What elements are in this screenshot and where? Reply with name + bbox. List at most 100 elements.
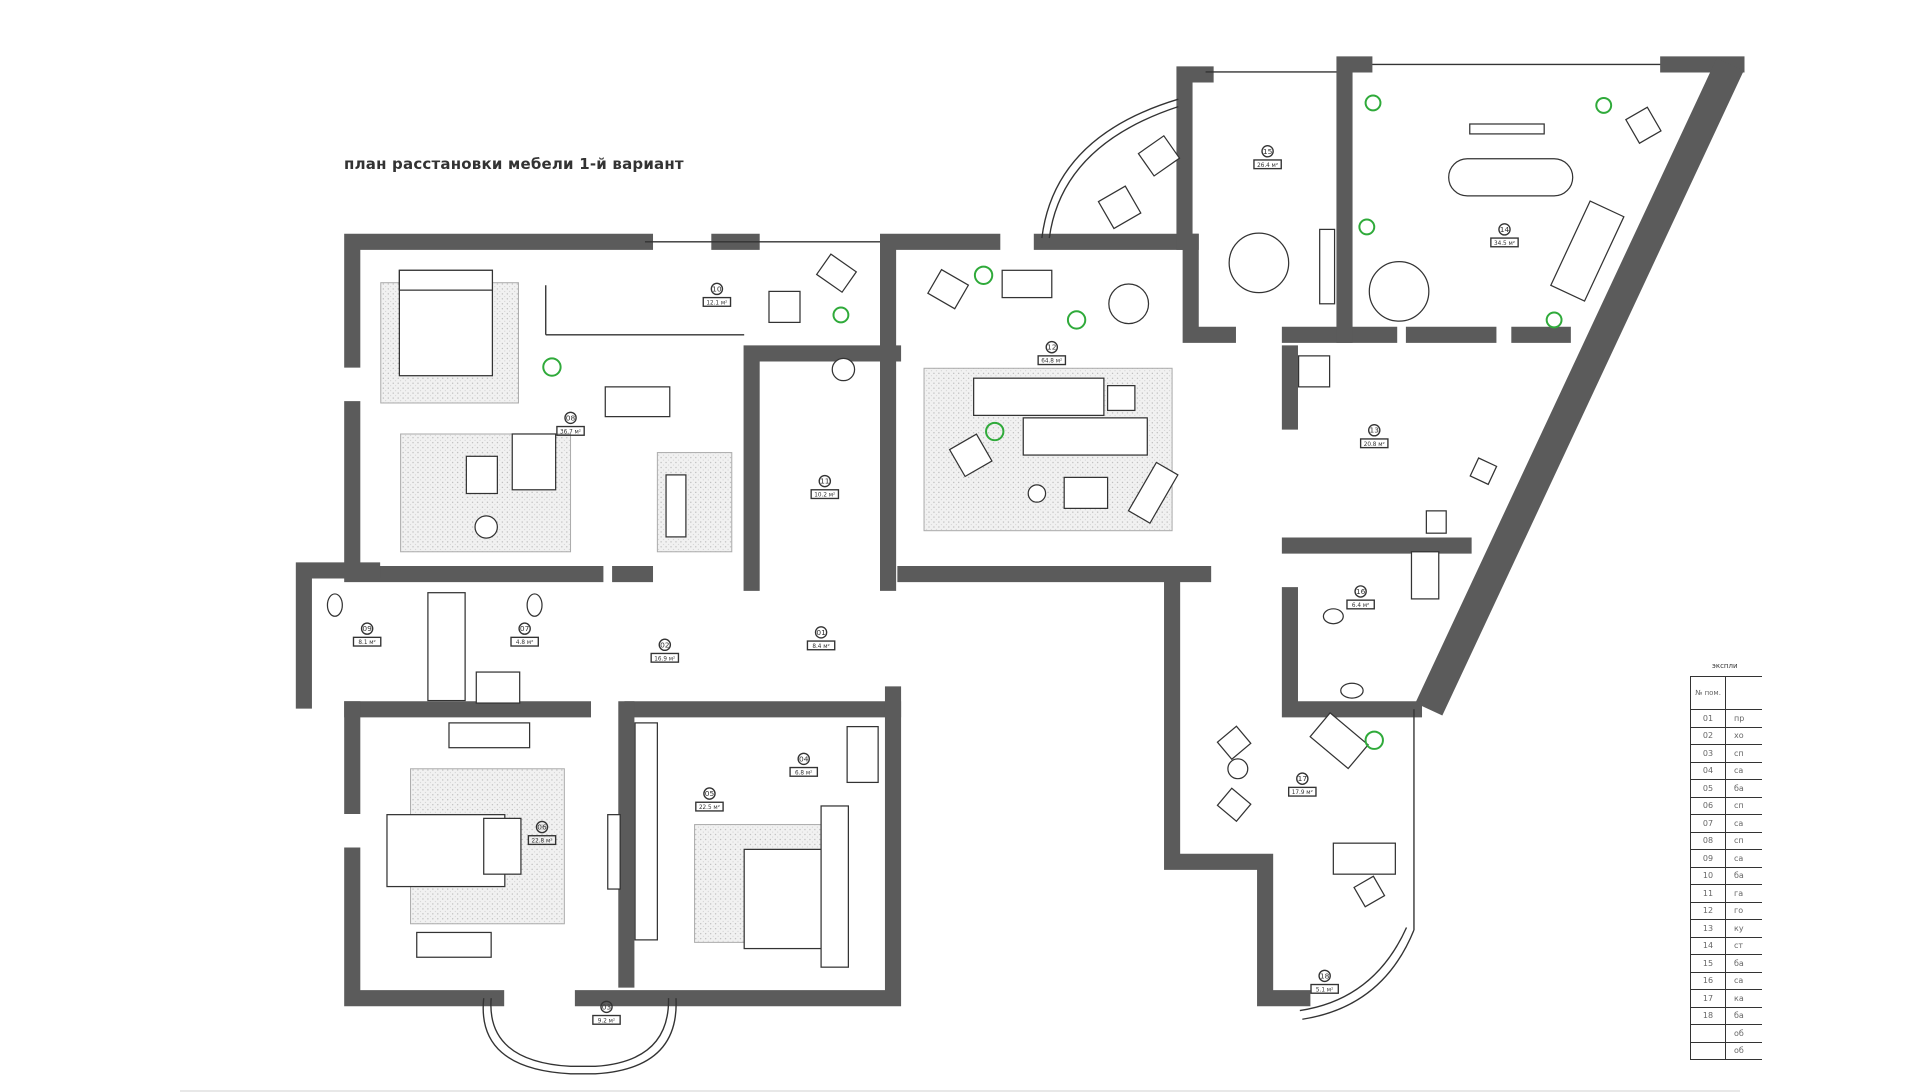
room-label-15: 15 26.4 м² bbox=[1253, 145, 1282, 170]
svg-text:03: 03 bbox=[602, 1002, 612, 1011]
legend-row-name: го bbox=[1725, 901, 1762, 920]
legend-row-name: сп bbox=[1725, 744, 1762, 763]
room-label-03: 03 9.2 м² bbox=[592, 1000, 621, 1025]
svg-text:08: 08 bbox=[566, 413, 576, 422]
svg-text:8.1 м²: 8.1 м² bbox=[358, 639, 375, 646]
svg-text:09: 09 bbox=[362, 624, 372, 633]
svg-text:07: 07 bbox=[520, 624, 530, 633]
legend-header-row: № пом. bbox=[1690, 676, 1762, 710]
legend-row-num: 11 bbox=[1690, 884, 1726, 903]
room-label-02: 02 16.9 м² bbox=[650, 638, 680, 663]
svg-text:8.4 м²: 8.4 м² bbox=[812, 643, 829, 650]
legend-row-name: ба bbox=[1725, 779, 1762, 798]
walls bbox=[295, 56, 1745, 1075]
room-label-08: 08 36.7 м² bbox=[556, 411, 585, 436]
room-label-16: 166.4 м² bbox=[1346, 585, 1375, 610]
svg-text:6.8 м²: 6.8 м² bbox=[795, 769, 812, 776]
svg-text:4.8 м²: 4.8 м² bbox=[516, 639, 533, 646]
legend-row-num: 07 bbox=[1690, 814, 1726, 833]
svg-text:12: 12 bbox=[1047, 343, 1056, 352]
svg-text:10.2 м²: 10.2 м² bbox=[814, 492, 835, 499]
svg-text:02: 02 bbox=[660, 640, 669, 649]
legend-row-name: са bbox=[1725, 971, 1762, 990]
svg-text:15: 15 bbox=[1263, 147, 1273, 156]
room-label-18: 185.1 м² bbox=[1310, 969, 1339, 994]
legend-row-num: 04 bbox=[1690, 761, 1726, 780]
legend-row-name: ку bbox=[1725, 919, 1762, 938]
legend-row-name: са bbox=[1725, 761, 1762, 780]
plan-title: план расстановки мебели 1-й вариант bbox=[344, 155, 684, 173]
legend-row-name: са bbox=[1725, 849, 1762, 868]
legend-row-num: 03 bbox=[1690, 744, 1726, 763]
svg-text:17.9 м²: 17.9 м² bbox=[1292, 789, 1313, 796]
svg-text:05: 05 bbox=[705, 789, 715, 798]
legend-row-num: 02 bbox=[1690, 726, 1726, 745]
room-label-07: 07 4.8 м² bbox=[510, 622, 539, 647]
legend-row: об bbox=[1690, 1041, 1762, 1060]
svg-text:20.8 м²: 20.8 м² bbox=[1364, 441, 1385, 448]
legend-row-num: 14 bbox=[1690, 936, 1726, 955]
legend-row-num: 12 bbox=[1690, 901, 1726, 920]
legend-row-num: 13 bbox=[1690, 919, 1726, 938]
legend-row-name: ба bbox=[1725, 954, 1762, 973]
room-label-06: 06 22.8 м² bbox=[527, 820, 557, 846]
room-label-17: 17 17.9 м² bbox=[1288, 772, 1317, 797]
legend-row-num: 08 bbox=[1690, 831, 1726, 850]
legend-row-num bbox=[1690, 1024, 1726, 1043]
legend-row-num: 05 bbox=[1690, 779, 1726, 798]
legend-row-num: 10 bbox=[1690, 866, 1726, 885]
svg-text:10: 10 bbox=[712, 284, 722, 293]
legend-row-num: 16 bbox=[1690, 971, 1726, 990]
legend-row-name: сп bbox=[1725, 796, 1762, 815]
room-label-01: 018.4 м² bbox=[806, 626, 836, 651]
svg-text:13: 13 bbox=[1370, 426, 1380, 435]
legend-row-num: 17 bbox=[1690, 989, 1726, 1008]
svg-text:22.8 м²: 22.8 м² bbox=[531, 838, 552, 845]
svg-text:9.2 м²: 9.2 м² bbox=[598, 1017, 615, 1024]
legend-row-num: 06 bbox=[1690, 796, 1726, 815]
plants bbox=[542, 94, 1613, 750]
room-label-04: 046.8 м² bbox=[789, 752, 819, 777]
legend-row-num: 18 bbox=[1690, 1006, 1726, 1025]
svg-text:5.1 м²: 5.1 м² bbox=[1316, 986, 1333, 993]
room-label-09: 09 8.1 м² bbox=[352, 622, 382, 647]
legend-header-num: № пом. bbox=[1690, 676, 1726, 710]
svg-text:16.9 м²: 16.9 м² bbox=[654, 655, 675, 662]
legend-row-name: об bbox=[1725, 1041, 1762, 1060]
legend-row-name: ба bbox=[1725, 866, 1762, 885]
legend-row-name: об bbox=[1725, 1024, 1762, 1043]
svg-text:26.4 м²: 26.4 м² bbox=[1257, 162, 1278, 169]
svg-text:36.7 м²: 36.7 м² bbox=[560, 428, 581, 435]
legend-row-name: ст bbox=[1725, 936, 1762, 955]
legend-row-name: пр bbox=[1725, 709, 1762, 728]
svg-text:6.4 м²: 6.4 м² bbox=[1352, 602, 1369, 609]
svg-text:06: 06 bbox=[537, 823, 547, 832]
legend-row-num: 01 bbox=[1690, 709, 1726, 728]
svg-text:17: 17 bbox=[1298, 774, 1308, 783]
svg-text:34.5 м²: 34.5 м² bbox=[1494, 240, 1515, 247]
furniture bbox=[326, 106, 1662, 968]
legend-row-num bbox=[1690, 1041, 1726, 1060]
legend-title: экспли bbox=[1712, 662, 1738, 670]
